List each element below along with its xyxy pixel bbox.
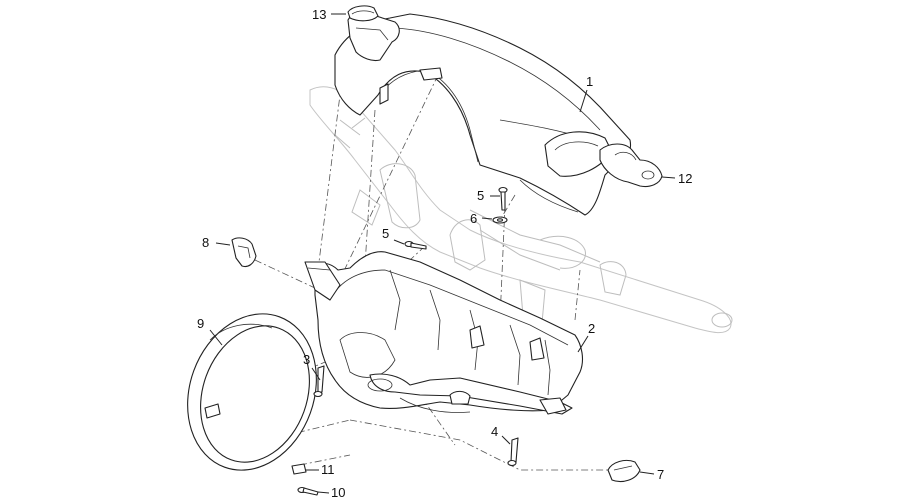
callout-5-lower: 5 (382, 226, 389, 241)
callout-10: 10 (331, 485, 345, 500)
callout-1: 1 (586, 74, 593, 89)
handlebar-ghost (309, 86, 733, 346)
screw-5-upper (498, 186, 508, 211)
callout-labels: 1 2 3 4 5 5 6 7 8 9 10 11 12 13 (197, 7, 692, 500)
callout-12: 12 (678, 171, 692, 186)
callout-5-upper: 5 (477, 188, 484, 203)
part-8-bracket (231, 237, 257, 268)
part-7-clip (607, 459, 641, 483)
callout-11: 11 (321, 462, 335, 477)
callout-7: 7 (657, 467, 664, 482)
callout-9: 9 (197, 316, 204, 331)
callout-8: 8 (202, 235, 209, 250)
washer-6 (492, 216, 508, 224)
part-12-key (599, 143, 663, 188)
lower-handlebar-cover (304, 251, 584, 415)
callout-4: 4 (491, 424, 498, 439)
screw-10 (297, 486, 319, 496)
screw-5-lower (404, 240, 427, 250)
screw-3 (313, 365, 325, 398)
leader-lines (209, 13, 676, 494)
part-9-headlight-ring (187, 313, 317, 471)
callout-6: 6 (470, 211, 477, 226)
callout-2: 2 (588, 321, 595, 336)
upper-handlebar-cover (334, 11, 632, 216)
part-13-insert (347, 5, 379, 22)
callout-3: 3 (303, 352, 310, 367)
clip-11 (291, 463, 307, 475)
screw-4 (507, 437, 519, 467)
callout-13: 13 (312, 7, 326, 22)
